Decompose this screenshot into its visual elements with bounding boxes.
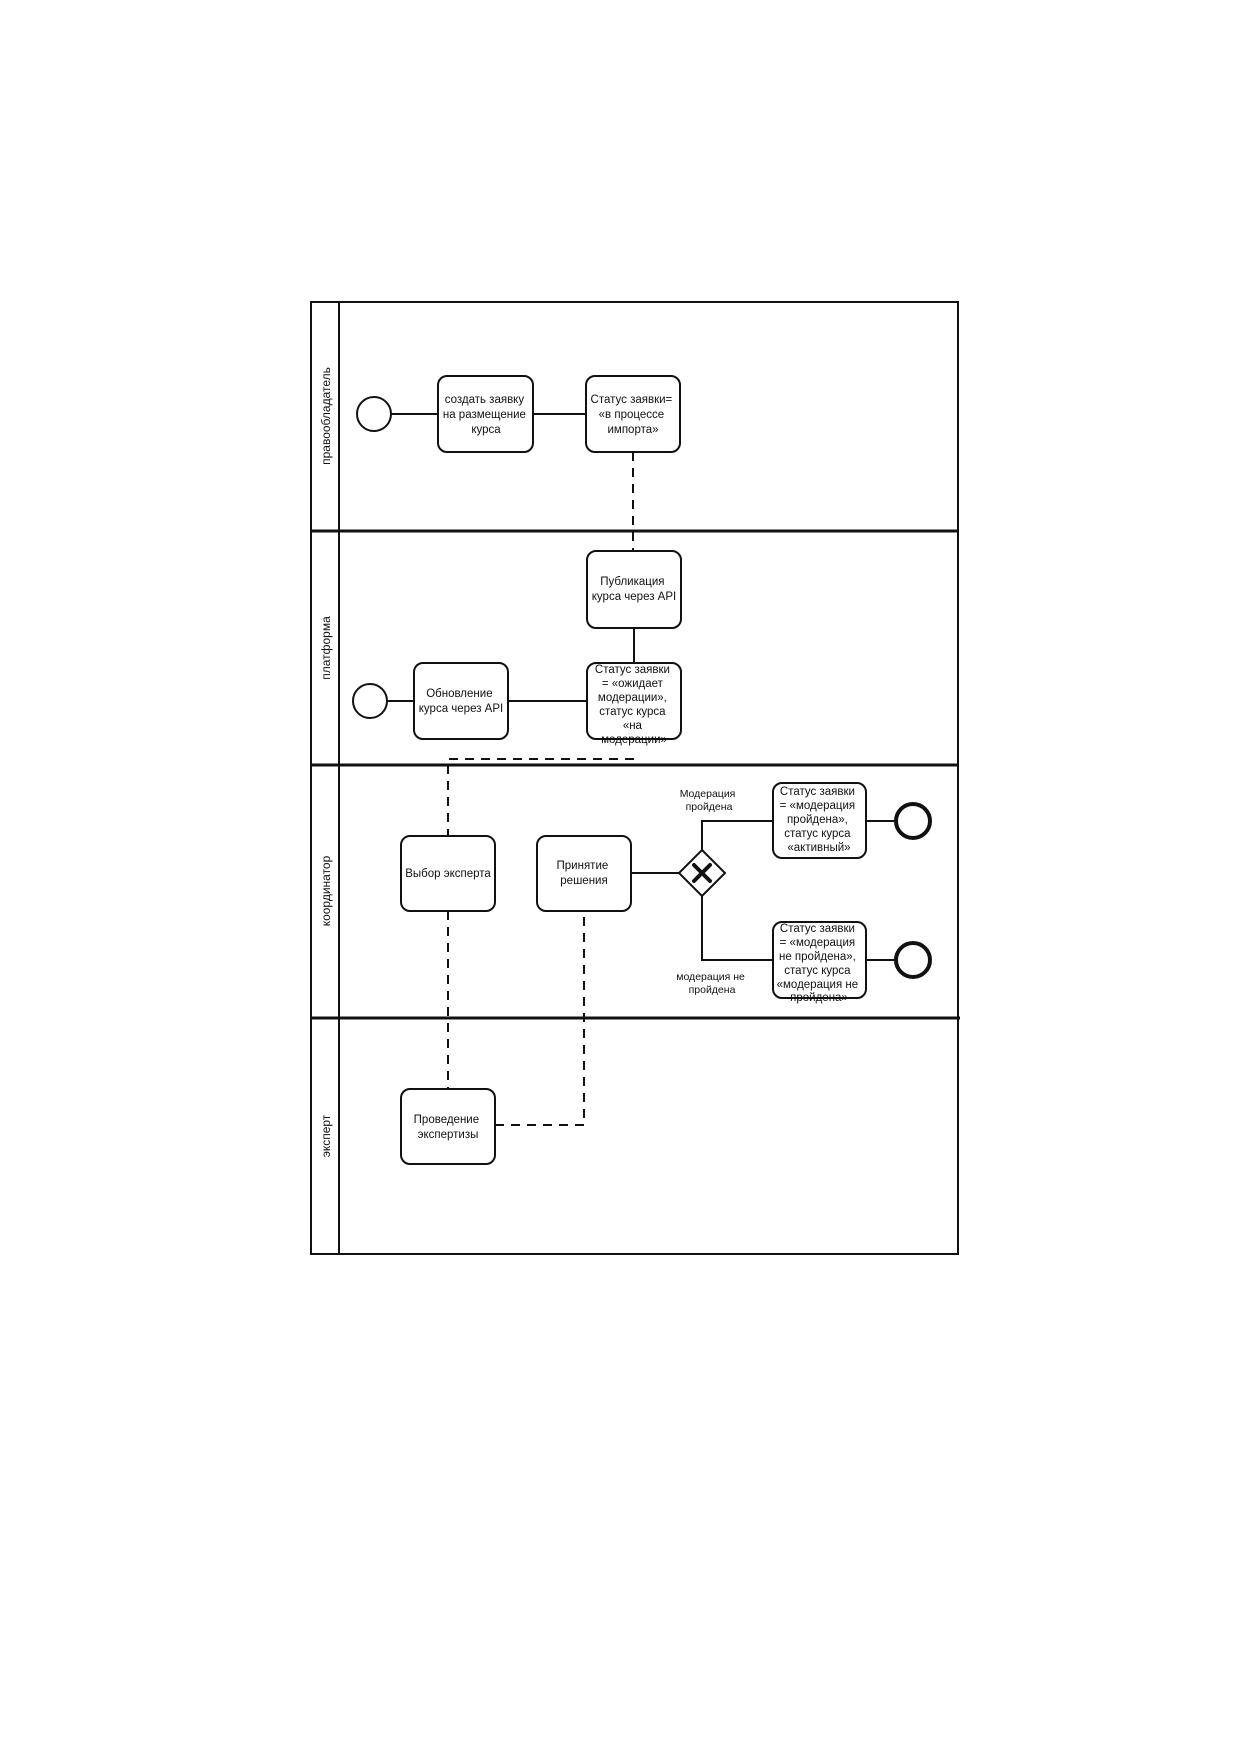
condition-failed: модерация не пройдена bbox=[676, 971, 748, 996]
lane-label-owner: правообладатель bbox=[319, 367, 333, 465]
assoc-status-moderation-to-choose-expert bbox=[447, 758, 634, 836]
start-event-platform bbox=[352, 683, 388, 719]
assoc-expertise-to-decision bbox=[495, 911, 585, 1126]
lane-label-coordinator: координатор bbox=[319, 855, 333, 926]
task-status-import bbox=[585, 375, 681, 453]
flow-gateway-to-passed bbox=[701, 820, 773, 850]
task-labels: создать заявку на размещение курса Стату… bbox=[405, 394, 862, 1141]
label-choose-expert: Выбор эксперта bbox=[405, 868, 491, 880]
label-status-passed: Статус заявки = «модерация пройдена», ст… bbox=[780, 786, 859, 854]
task-publish-api bbox=[586, 550, 682, 629]
task-expertise bbox=[400, 1088, 496, 1165]
label-publish-api: Публикация курса через API bbox=[592, 576, 676, 603]
lane-label-platform: платформа bbox=[319, 616, 333, 680]
exclusive-gateway bbox=[677, 848, 727, 898]
end-event-failed bbox=[894, 941, 932, 979]
task-status-moderation bbox=[586, 662, 682, 740]
events bbox=[352, 396, 932, 979]
task-status-failed bbox=[772, 921, 867, 999]
label-update-api: Обновление курса через API bbox=[419, 688, 503, 715]
label-status-failed: Статус заявки = «модерация не пройдена»,… bbox=[777, 923, 862, 1004]
label-expertise: Проведение экспертизы bbox=[414, 1114, 483, 1141]
associations bbox=[447, 452, 634, 1126]
pool-frame bbox=[310, 301, 959, 1255]
condition-labels: Модерация пройдена модерация не пройдена bbox=[676, 788, 748, 996]
pool: правообладатель платформа координатор эк… bbox=[310, 301, 960, 1255]
sequence-flows bbox=[387, 413, 896, 961]
lane-label-expert: эксперт bbox=[319, 1114, 333, 1157]
tasks bbox=[400, 375, 867, 1165]
condition-passed: Модерация пройдена bbox=[680, 788, 739, 813]
task-choose-expert bbox=[400, 835, 496, 912]
gateway-x-icon-stroke bbox=[692, 863, 712, 883]
label-status-moderation: Статус заявки = «ожидает модерации», ста… bbox=[595, 664, 673, 746]
start-event-owner bbox=[356, 396, 392, 432]
task-status-passed bbox=[772, 782, 867, 859]
task-update-api bbox=[413, 662, 509, 740]
task-create-request bbox=[437, 375, 534, 453]
end-event-passed bbox=[894, 802, 932, 840]
task-decision bbox=[536, 835, 632, 912]
label-create-request: создать заявку на размещение курса bbox=[443, 394, 529, 436]
flow-gateway-to-failed bbox=[701, 896, 773, 961]
label-decision: Принятие решения bbox=[557, 860, 612, 887]
label-status-import: Статус заявки= «в процессе импорта» bbox=[591, 394, 676, 436]
